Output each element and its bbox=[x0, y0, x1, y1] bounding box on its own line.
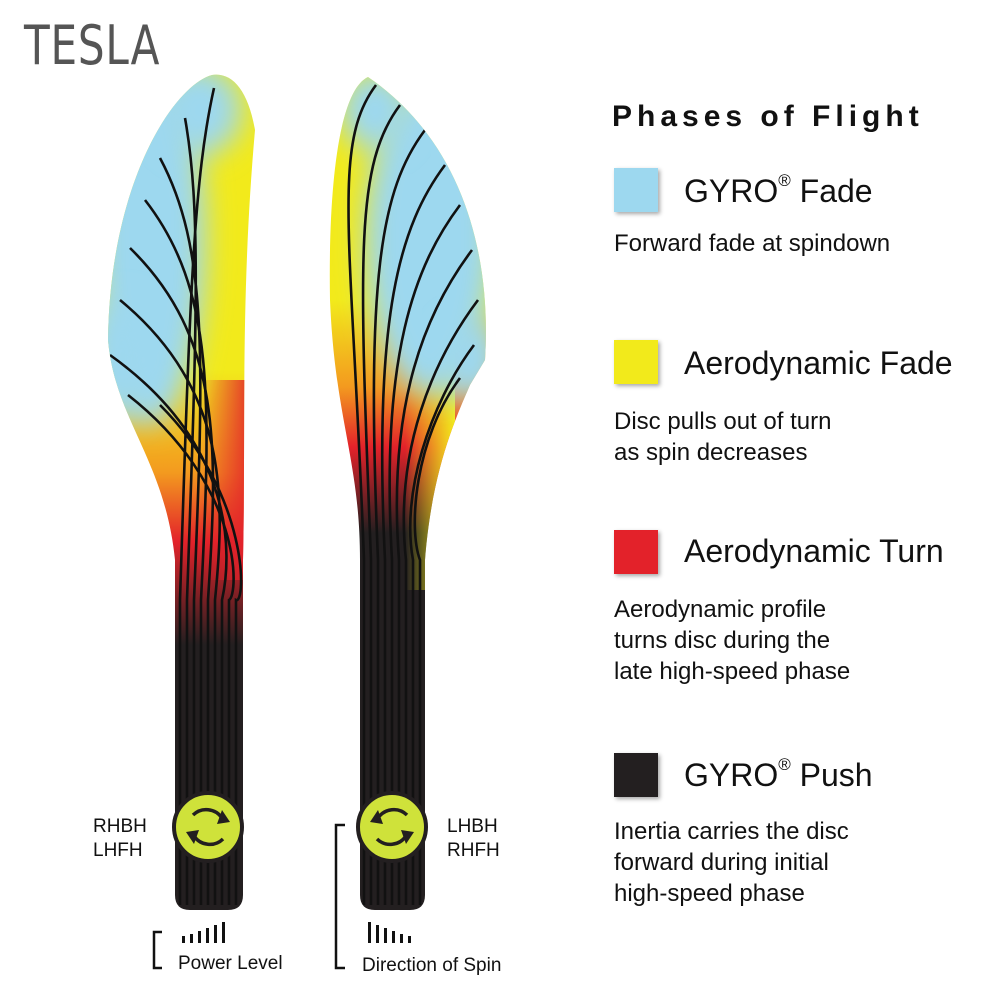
aerodynamic-turn-swatch bbox=[614, 530, 658, 574]
legend-description: Disc pulls out of turn as spin decreases bbox=[614, 408, 832, 466]
flight-line bbox=[347, 84, 378, 905]
left-flight-path bbox=[108, 74, 255, 910]
spin-direction-indicator bbox=[334, 823, 411, 970]
flight-line bbox=[409, 344, 476, 905]
legend-name: Aerodynamic Fade bbox=[684, 345, 953, 381]
gyro-push-swatch bbox=[614, 753, 658, 797]
right-path-lines bbox=[347, 84, 480, 905]
flight-line bbox=[129, 247, 215, 905]
power-level-label: Power Level bbox=[178, 953, 283, 974]
flight-line bbox=[388, 204, 462, 905]
left-path-lines bbox=[109, 87, 243, 905]
flight-line bbox=[372, 129, 427, 905]
flight-line bbox=[127, 393, 235, 905]
flight-line bbox=[178, 87, 216, 905]
flight-line bbox=[380, 164, 447, 905]
legend-description: Aerodynamic profile turns disc during th… bbox=[614, 596, 851, 685]
flight-line bbox=[183, 117, 198, 905]
legend-name: GYRO® Push bbox=[684, 755, 873, 793]
flight-paths-diagram bbox=[108, 74, 486, 970]
flight-line bbox=[119, 298, 221, 905]
flight-line bbox=[413, 377, 462, 905]
brand-logo: TESLA bbox=[24, 14, 161, 77]
direction-of-spin-label: Direction of Spin bbox=[362, 955, 502, 976]
clockwise-arrows-icon bbox=[172, 791, 244, 863]
right-flight-path bbox=[329, 77, 486, 910]
flight-line bbox=[395, 249, 474, 905]
counterclockwise-arrows-icon bbox=[356, 791, 428, 863]
flight-line bbox=[143, 199, 208, 905]
gyro-fade-swatch bbox=[614, 168, 658, 212]
legend-description: Inertia carries the disc forward during … bbox=[614, 818, 849, 907]
left-throw-label: RHBH LHFH bbox=[93, 816, 147, 861]
legend-name: Aerodynamic Turn bbox=[684, 533, 944, 569]
power-level-indicator bbox=[152, 922, 225, 970]
legend-description: Forward fade at spindown bbox=[614, 230, 891, 257]
legend-name: GYRO® Fade bbox=[684, 171, 873, 209]
flight-line bbox=[402, 299, 480, 905]
flight-line bbox=[109, 353, 228, 905]
aerodynamic-fade-swatch bbox=[614, 340, 658, 384]
flight-line bbox=[361, 104, 402, 905]
right-throw-label: LHBH RHFH bbox=[447, 816, 500, 861]
legend-heading: Phases of Flight bbox=[612, 100, 924, 133]
flight-line bbox=[159, 404, 243, 905]
